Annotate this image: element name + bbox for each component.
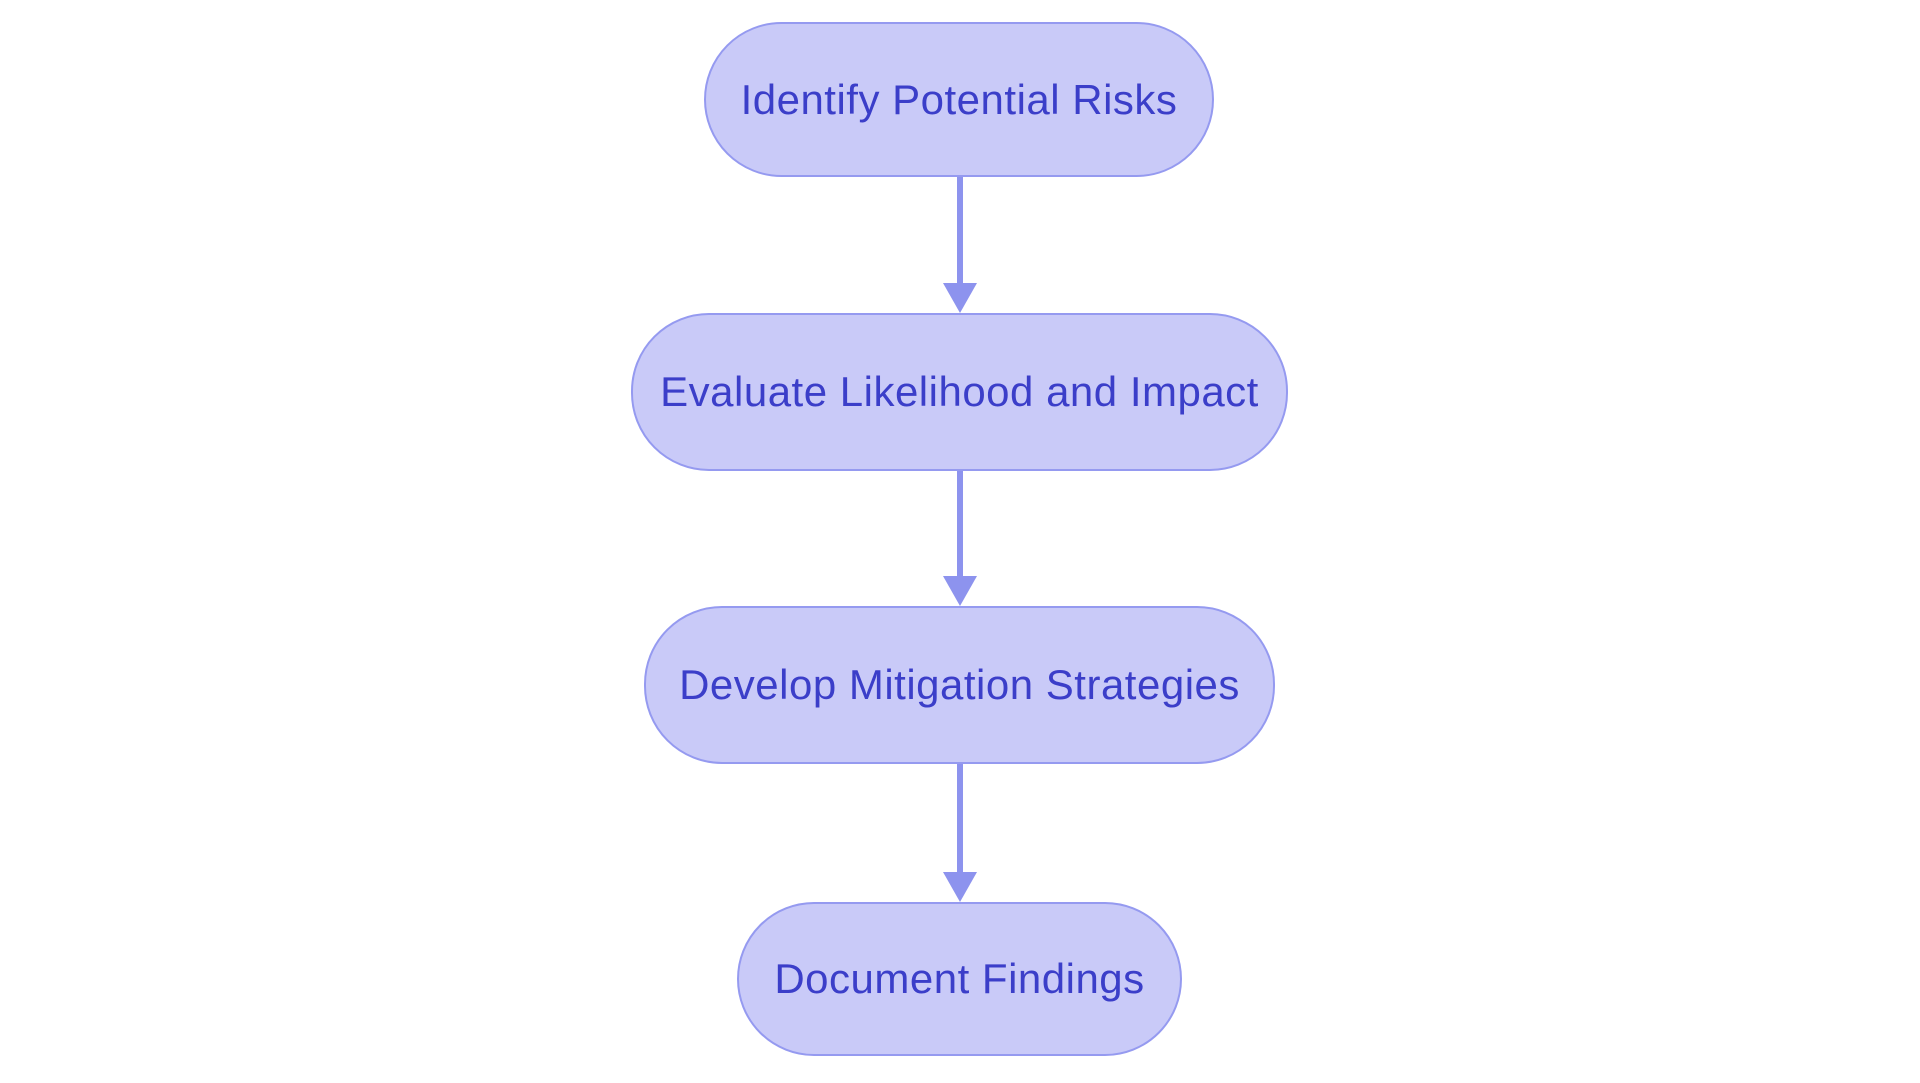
flow-node-label: Identify Potential Risks	[740, 75, 1178, 123]
arrow-shaft	[957, 177, 963, 283]
flow-node-evaluate-likelihood-and-impact: Evaluate Likelihood and Impact	[631, 313, 1288, 471]
arrow-head-down-icon	[943, 576, 977, 606]
arrow-head-down-icon	[943, 283, 977, 313]
flow-node-document-findings: Document Findings	[737, 902, 1182, 1056]
flow-node-label: Evaluate Likelihood and Impact	[660, 368, 1259, 415]
arrow-shaft	[957, 471, 963, 576]
flow-arrow-3	[943, 764, 977, 902]
flow-arrow-1	[943, 177, 977, 313]
arrow-head-down-icon	[943, 872, 977, 902]
flow-node-label: Document Findings	[774, 955, 1145, 1002]
flow-node-identify-potential-risks: Identify Potential Risks	[704, 22, 1214, 177]
flow-node-label: Develop Mitigation Strategies	[679, 661, 1240, 708]
arrow-shaft	[957, 764, 963, 872]
flow-arrow-2	[943, 471, 977, 606]
flow-node-develop-mitigation-strategies: Develop Mitigation Strategies	[644, 606, 1275, 764]
